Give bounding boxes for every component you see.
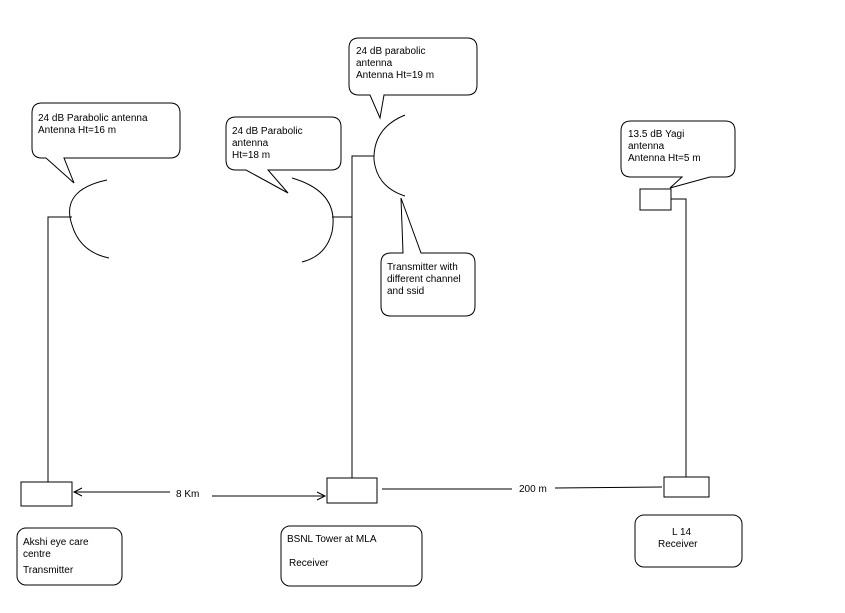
site-line: Receiver [289,558,329,569]
callout-line: and ssid [387,286,425,297]
callout-line: 24 dB parabolic [356,46,426,57]
callout-line: different channel [387,274,461,285]
distance-label-8km: 8 Km [176,489,200,500]
yagi-antenna-callout-text: 13.5 dB Yagi antenna Antenna Ht=5 m [628,129,701,165]
callout-line: antenna [232,138,269,149]
akshi-site-box [16,527,123,586]
callout-line: antenna [628,141,665,152]
callout-line: Antenna Ht=16 m [38,125,117,136]
site-line [287,546,376,558]
akshi-equipment-box [20,481,73,507]
transmitter-note-callout-text: Transmitter with different channel and s… [387,262,461,298]
l14-site-box [634,514,743,568]
mid-tx-parabolic-dish-icon [373,114,406,197]
site-line: Akshi eye care [23,537,89,548]
left-antenna-callout-text: 24 dB Parabolic antenna Antenna Ht=16 m [38,113,148,137]
callout-line: Antenna Ht=5 m [628,153,701,164]
bsnl-site-label: BSNL Tower at MLA Receiver [287,534,376,570]
callout-line: Transmitter with [387,262,458,273]
callout-line: 13.5 dB Yagi [628,129,685,140]
callout-line: 24 dB Parabolic antenna [38,113,148,124]
arrowhead-left-icon [72,487,83,497]
callout-line: Antenna Ht=19 m [356,70,435,81]
akshi-mast [47,216,72,482]
callout-mid-rx-antenna-bubble [225,116,342,194]
site-line: L 14 [672,527,692,538]
callout-left-antenna-bubble [31,102,181,184]
callout-mid-tx-antenna-bubble [348,37,478,120]
bsnl-site-box [280,525,423,587]
bsnl-equipment-box [326,477,378,504]
site-line: centre [23,549,51,560]
callout-transmitter-note-bubble [380,197,476,317]
link-bsnl-l14-right [554,486,663,489]
akshi-site-label: Akshi eye care centre Transmitter [23,537,89,577]
yagi-antenna-box [639,188,672,211]
mid-rx-antenna-callout-text: 24 dB Parabolic antenna Ht=18 m [232,126,303,162]
l14-equipment-box [663,476,710,498]
l14-mast [671,198,687,477]
site-line: Receiver [658,539,698,550]
arrowhead-right-icon [316,491,327,501]
callout-line: antenna [356,58,393,69]
left-parabolic-dish-icon [69,179,110,259]
l14-site-label: L 14 Receiver [658,527,697,551]
mid-tx-antenna-callout-text: 24 dB parabolic antenna Antenna Ht=19 m [356,46,434,82]
bsnl-mast [351,155,374,478]
mid-rx-parabolic-dish-icon [291,177,334,263]
site-line: Transmitter [23,565,74,576]
callout-line: Ht=18 m [232,150,271,161]
distance-label-200m: 200 m [519,484,547,495]
callout-yagi-antenna-bubble [620,120,736,189]
site-line: BSNL Tower at MLA [287,534,377,545]
callout-line: 24 dB Parabolic [232,126,303,137]
